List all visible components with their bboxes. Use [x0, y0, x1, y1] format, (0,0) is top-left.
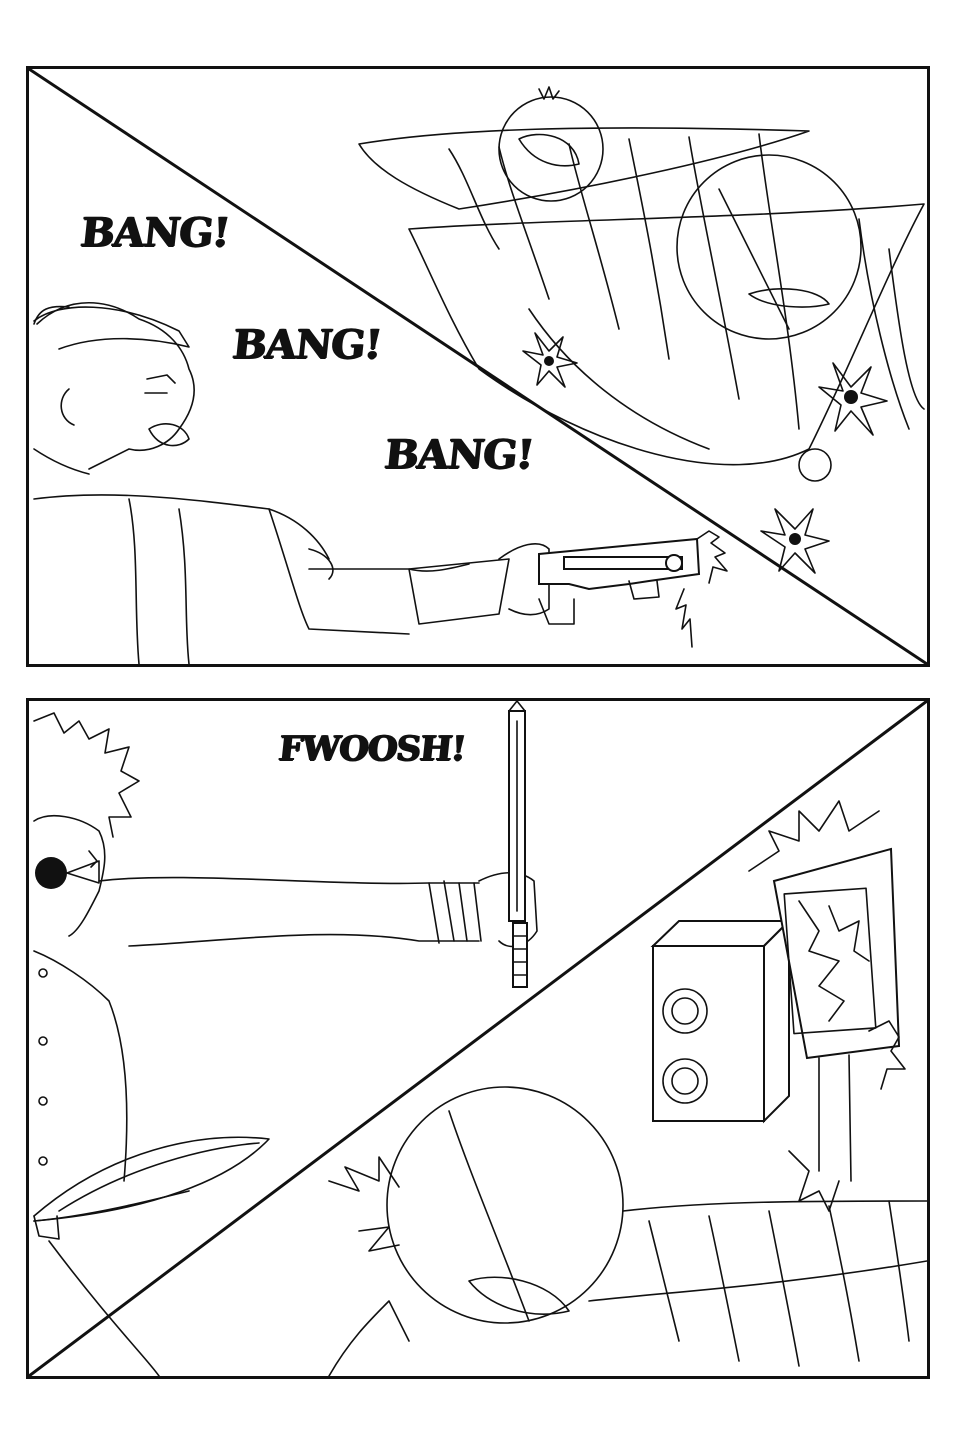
panel-sword-strike-art	[29, 701, 927, 1376]
panel-gunfight-art	[29, 69, 927, 664]
eye-patch	[35, 857, 67, 889]
panel-gunfight: BANG! BANG! BANG!	[26, 66, 930, 667]
panel-divider-diagonal	[29, 701, 927, 1376]
speaker-box	[650, 918, 792, 1124]
sfx-fwoosh: FWOOSH!	[276, 729, 468, 769]
bullet-impacts	[522, 332, 888, 574]
sfx-bang-3: BANG!	[382, 431, 536, 478]
pistol	[538, 530, 728, 648]
swordsman-figure	[33, 712, 538, 1376]
sfx-bang-1: BANG!	[78, 209, 232, 256]
slash-arc	[33, 1136, 270, 1222]
cone-creature-lower	[328, 1086, 927, 1376]
sword	[508, 701, 528, 988]
sfx-bang-2: BANG!	[230, 321, 384, 368]
cone-creature-upper	[358, 86, 925, 482]
shattered-monitor	[748, 800, 906, 1212]
gunman-figure	[33, 302, 575, 664]
panel-sword-strike: FWOOSH!	[26, 698, 930, 1379]
